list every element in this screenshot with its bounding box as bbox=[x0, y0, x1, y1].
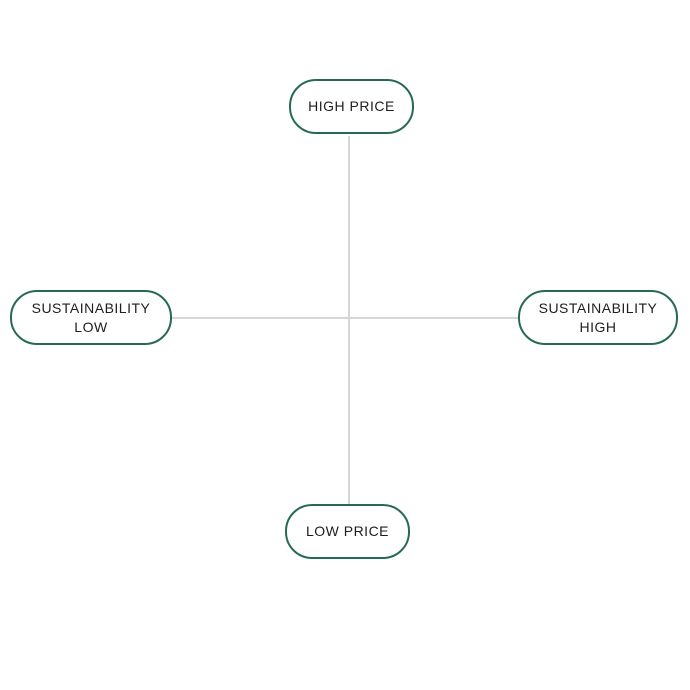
node-sustainability-high-label: SUSTAINABILITY HIGH bbox=[539, 299, 658, 335]
node-sustainability-high-line2: HIGH bbox=[579, 318, 617, 335]
node-sustainability-low-label: SUSTAINABILITY LOW bbox=[32, 299, 151, 335]
node-low-price-label: LOW PRICE bbox=[305, 523, 390, 540]
node-sustainability-low-line1: SUSTAINABILITY bbox=[31, 300, 151, 317]
vertical-axis-line bbox=[348, 136, 350, 505]
node-sustainability-low: SUSTAINABILITY LOW bbox=[10, 290, 172, 345]
node-sustainability-low-line2: LOW bbox=[74, 318, 108, 335]
node-high-price-label: HIGH PRICE bbox=[308, 98, 395, 115]
node-high-price: HIGH PRICE bbox=[289, 79, 414, 134]
node-sustainability-high: SUSTAINABILITY HIGH bbox=[518, 290, 678, 345]
node-low-price: LOW PRICE bbox=[285, 504, 410, 559]
horizontal-axis-line bbox=[172, 317, 519, 319]
node-sustainability-high-line1: SUSTAINABILITY bbox=[538, 300, 658, 317]
